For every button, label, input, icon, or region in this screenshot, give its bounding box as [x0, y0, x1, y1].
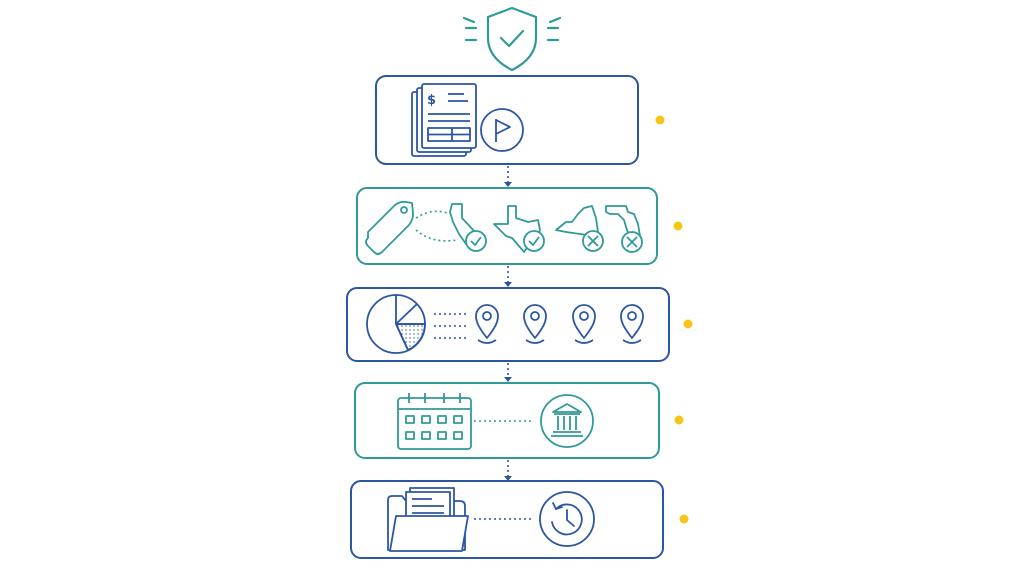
flag-circle-icon: [480, 108, 524, 152]
step-4-card: [354, 382, 660, 459]
tag-connector-lines: [415, 210, 458, 242]
step-1-card: $: [375, 75, 639, 165]
location-pin-icon: [572, 304, 596, 344]
state-texas-check-icon: [493, 205, 545, 253]
clock-history-icon: [539, 491, 595, 547]
invoice-document-icon: $: [411, 83, 477, 157]
step-2-card: [356, 187, 658, 265]
step-5-card: [350, 480, 664, 559]
step-4-marker-dot: [674, 415, 684, 425]
step-1-marker-dot: [655, 115, 665, 125]
folder-documents-icon: [387, 487, 469, 552]
step-2-marker-dot: [673, 221, 683, 231]
pie-chart-icon: [366, 294, 426, 354]
location-pin-icon: [475, 304, 499, 344]
price-tag-icon: [365, 200, 414, 255]
step-3-marker-dot: [683, 319, 693, 329]
connector-arrowheads: [504, 182, 512, 481]
svg-text:$: $: [427, 93, 436, 108]
pie-connector-lines: [434, 313, 466, 339]
state-florida-x-icon: [605, 205, 643, 253]
step-3-card: [346, 287, 670, 362]
state-new-york-x-icon: [555, 205, 604, 252]
location-pin-icon: [523, 304, 547, 344]
bank-circle-icon: [540, 394, 594, 448]
step-5-marker-dot: [679, 514, 689, 524]
calendar-icon: [397, 393, 472, 450]
location-pin-icon: [620, 304, 644, 344]
state-california-check-icon: [449, 203, 487, 252]
shield-check-icon: [462, 6, 562, 72]
